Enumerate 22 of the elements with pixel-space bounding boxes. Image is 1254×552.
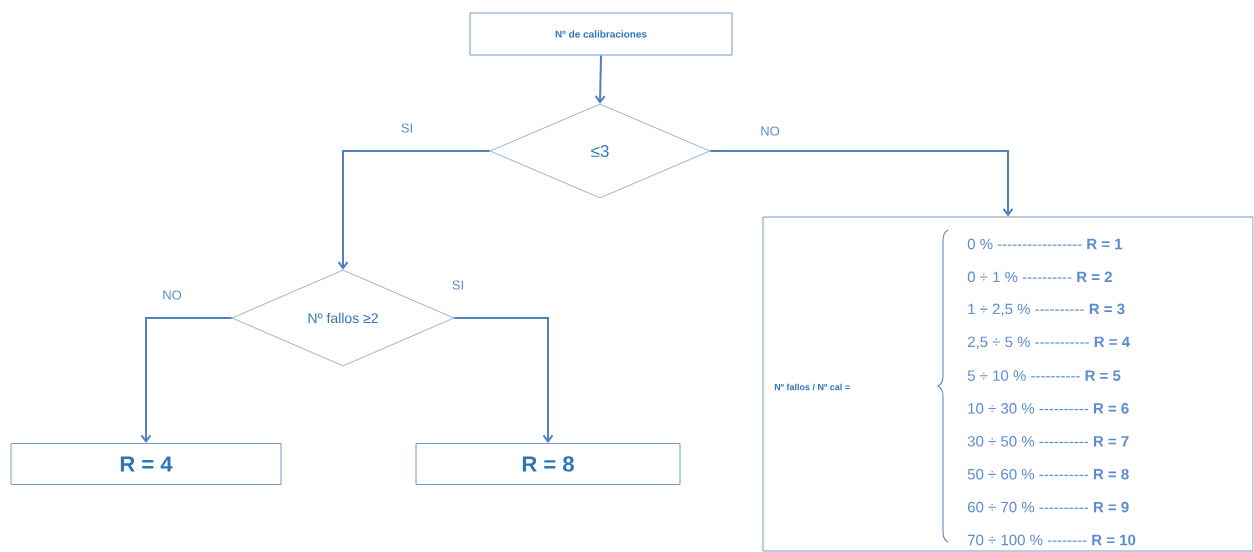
arrow [140,317,233,444]
range-row: 0 ÷ 1 % ---------- R = 2 [967,271,1112,283]
edge-label: NO [161,289,183,301]
process-box: R = 8 [415,443,681,485]
arrow [709,150,1014,217]
edge-label: SI [399,122,415,134]
formula-label: Nº fallos / Nº cal = [774,383,850,391]
range-row: 30 ÷ 50 % ---------- R = 7 [967,436,1129,447]
range-row: 50 ÷ 60 % ---------- R = 8 [967,468,1129,480]
edge-label: NO [759,125,781,137]
range-row: 2,5 ÷ 5 % ----------- R = 4 [967,336,1130,349]
range-row: 60 ÷ 70 % ---------- R = 9 [968,501,1129,513]
process-box: Nº de calibraciones [469,12,733,56]
range-row: 10 ÷ 30 % ---------- R = 6 [968,403,1129,414]
process-box: R = 4 [10,443,282,485]
arrow [453,317,554,444]
range-row: 70 ÷ 100 % -------- R = 10 [968,534,1136,546]
range-row: 1 ÷ 2,5 % ---------- R = 3 [968,303,1125,316]
range-row: 0 % ----------------- R = 1 [967,238,1123,250]
range-row: 5 ÷ 10 % ---------- R = 5 [967,370,1121,381]
arrow [337,150,491,270]
arrow [594,54,606,104]
